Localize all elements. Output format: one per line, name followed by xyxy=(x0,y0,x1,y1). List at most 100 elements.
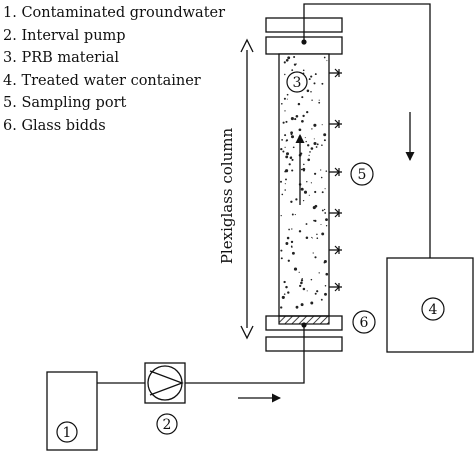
prb-particle xyxy=(316,143,319,146)
prb-particle xyxy=(307,144,310,147)
prb-particle xyxy=(285,155,289,159)
prb-particle xyxy=(288,163,291,166)
prb-particle xyxy=(314,292,317,295)
prb-particle xyxy=(302,287,306,291)
prb-particle xyxy=(283,97,286,100)
prb-particle xyxy=(285,152,290,156)
prb-particle xyxy=(313,219,315,222)
marker-4-label: 4 xyxy=(429,302,438,318)
prb-particle xyxy=(287,291,290,294)
legend-list: 1. Contaminated groundwater 2. Interval … xyxy=(3,2,225,138)
prb-particle xyxy=(281,193,284,196)
prb-particle xyxy=(286,93,289,96)
marker-6: 6 xyxy=(352,310,376,334)
legend-item-contaminated-groundwater: 1. Contaminated groundwater xyxy=(3,5,226,21)
prb-particle xyxy=(290,135,295,139)
column-inlet-dot xyxy=(301,322,307,328)
legend-item-glass-bidds: 6. Glass bidds xyxy=(3,117,106,134)
prb-particle xyxy=(313,82,316,85)
prb-particle xyxy=(306,290,308,292)
legend-item-interval-pump: 2. Interval pump xyxy=(3,27,126,44)
marker-2-label: 2 xyxy=(163,417,172,433)
prb-particle xyxy=(318,272,320,274)
marker-3-label: 3 xyxy=(293,75,302,91)
prb-particle xyxy=(306,110,309,114)
prb-particle xyxy=(321,82,324,85)
dimension-arrow-down-icon xyxy=(240,325,254,340)
prb-particle xyxy=(291,251,295,255)
prb-particle xyxy=(320,298,323,301)
prb-particle xyxy=(321,232,325,236)
prb-particle xyxy=(302,169,305,172)
prb-particle xyxy=(305,236,309,239)
prb-particle xyxy=(301,119,304,123)
sampling-port-icon xyxy=(329,68,342,78)
prb-particle xyxy=(321,144,323,146)
prb-particle xyxy=(287,259,290,262)
prb-particle xyxy=(314,256,317,259)
prb-particle xyxy=(295,63,297,65)
prb-particle xyxy=(323,56,326,59)
marker-3: 3 xyxy=(286,71,308,93)
prb-particle xyxy=(302,69,305,72)
prb-particle xyxy=(314,73,317,76)
prb-particle xyxy=(284,183,286,185)
prb-particle xyxy=(282,121,285,124)
prb-particle xyxy=(311,99,313,101)
prb-particle xyxy=(280,257,283,260)
prb-particle xyxy=(310,91,312,93)
prb-particle xyxy=(309,151,311,153)
prb-particle xyxy=(308,154,310,156)
prb-particle xyxy=(287,56,291,60)
prb-particle xyxy=(282,150,285,153)
prb-particle xyxy=(323,208,326,211)
prb-particle xyxy=(323,259,327,264)
prb-particle xyxy=(285,58,289,62)
prb-particle xyxy=(300,187,304,191)
prb-particle xyxy=(295,114,299,118)
pump-rotor xyxy=(147,365,183,401)
prb-particle xyxy=(293,63,297,66)
prb-particle xyxy=(314,219,317,223)
prb-particle xyxy=(290,245,293,248)
prb-particle xyxy=(306,89,310,93)
prb-particle xyxy=(301,277,303,280)
prb-particle xyxy=(320,223,322,226)
prb-particle xyxy=(286,98,288,100)
dimension-arrow-up-icon xyxy=(240,38,254,53)
sampling-port-icon xyxy=(329,208,342,218)
prb-particle xyxy=(290,133,293,136)
marker-4: 4 xyxy=(421,297,445,321)
sampling-port-icon xyxy=(329,245,342,255)
column-height-dimension: Plexiglass column xyxy=(218,38,254,340)
prb-particle xyxy=(284,73,286,76)
prb-particle xyxy=(302,199,305,202)
prb-particle xyxy=(285,178,287,181)
prb-particle xyxy=(284,110,286,112)
prb-particle xyxy=(325,218,328,222)
marker-1: 1 xyxy=(56,421,78,443)
prb-particle xyxy=(281,139,283,141)
legend-item-treated-water-container: 4. Treated water container xyxy=(3,72,201,89)
prb-particle xyxy=(318,101,321,104)
prb-particle xyxy=(285,120,288,123)
prb-particle xyxy=(290,200,293,203)
prb-particle xyxy=(311,236,313,238)
prb-particle xyxy=(310,182,312,184)
prb-particle xyxy=(321,209,324,212)
prb-particle xyxy=(280,249,283,252)
sampling-port-icon xyxy=(329,119,342,129)
prb-particle xyxy=(290,156,292,158)
prb-particle xyxy=(305,223,308,225)
prb-particle xyxy=(325,225,328,227)
prb-particle xyxy=(283,293,286,295)
prb-particle xyxy=(295,305,299,309)
prb-particle xyxy=(311,128,313,130)
prb-particle xyxy=(314,204,318,208)
prb-particle xyxy=(291,228,293,230)
prb-particle xyxy=(316,233,318,236)
interval-pump xyxy=(144,362,186,404)
prb-particle xyxy=(297,102,301,106)
prb-particle xyxy=(300,303,304,307)
prb-particle xyxy=(281,295,285,299)
